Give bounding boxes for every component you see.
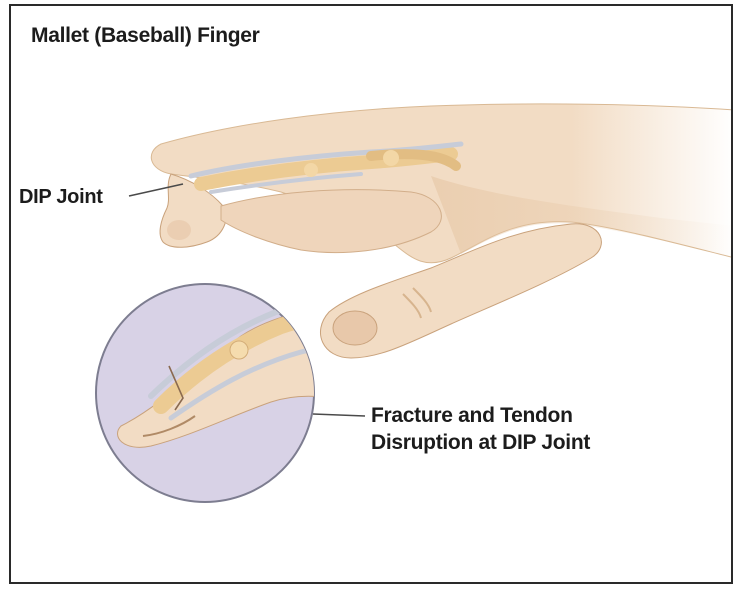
callout-line-1: Fracture and Tendon (371, 402, 590, 429)
callout-leader-line (313, 414, 365, 416)
callout-line-2: Disruption at DIP Joint (371, 429, 590, 456)
diagram-frame: Mallet (Baseball) Finger DIP Joint Fract… (9, 4, 733, 584)
fracture-callout: Fracture and Tendon Disruption at DIP Jo… (371, 402, 590, 456)
dip-joint-label: DIP Joint (19, 186, 103, 209)
diagram-title: Mallet (Baseball) Finger (31, 24, 260, 48)
hand-illustration (11, 6, 733, 584)
